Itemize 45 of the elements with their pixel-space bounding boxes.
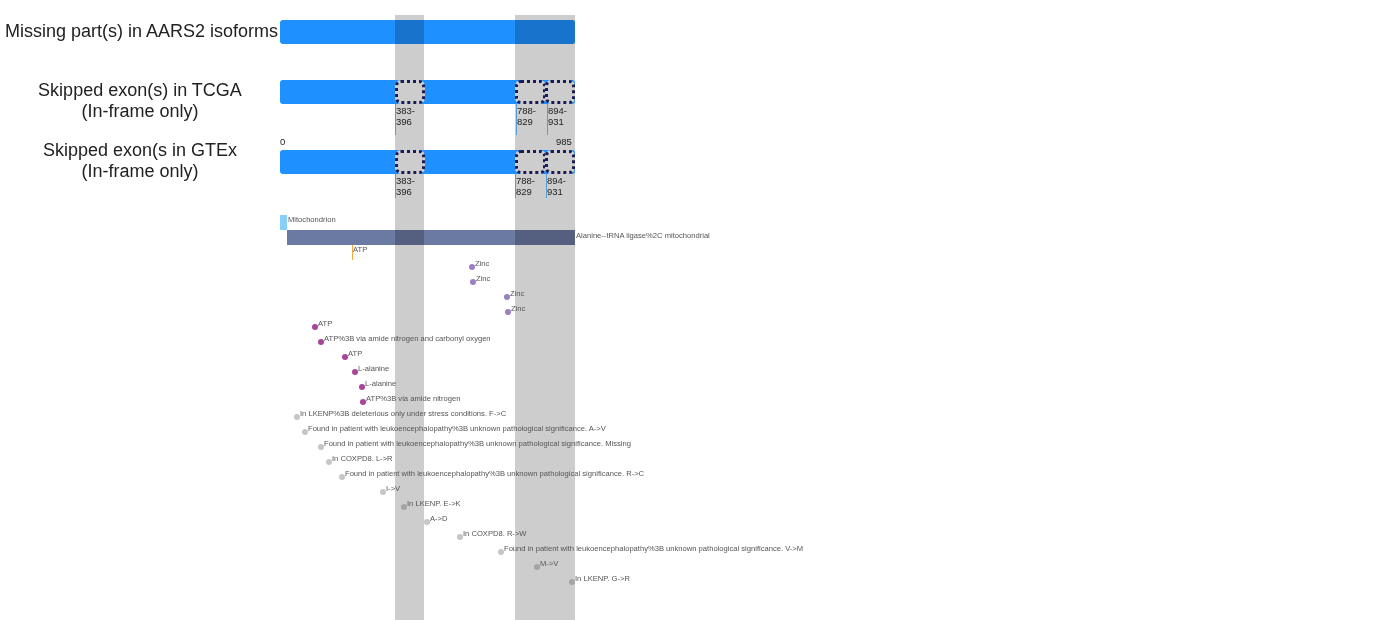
chain-bar bbox=[287, 230, 575, 245]
protein-bar bbox=[280, 20, 575, 44]
site-marker-icon bbox=[504, 294, 510, 300]
site-marker-icon bbox=[470, 279, 476, 285]
variant-marker-icon bbox=[424, 519, 430, 525]
skipped-exon-box bbox=[545, 80, 575, 104]
variant-marker-icon bbox=[569, 579, 575, 585]
skipped-exon-box bbox=[515, 80, 546, 104]
site-marker-icon bbox=[359, 384, 365, 390]
range-label: 383-396 bbox=[396, 175, 416, 197]
skipped-exon-box bbox=[545, 150, 575, 174]
range-label: 894-931 bbox=[548, 105, 568, 127]
variant-marker-icon bbox=[318, 444, 324, 450]
range-label: 383-396 bbox=[396, 105, 416, 127]
variant-marker-icon bbox=[339, 474, 345, 480]
site-marker-icon bbox=[352, 369, 358, 375]
variant-marker-icon bbox=[401, 504, 407, 510]
variant-marker-icon bbox=[498, 549, 504, 555]
site-marker-icon bbox=[505, 309, 511, 315]
skipped-exon-box bbox=[395, 80, 425, 104]
variant-marker-icon bbox=[457, 534, 463, 540]
variant-marker-icon bbox=[534, 564, 540, 570]
variant-marker-icon bbox=[302, 429, 308, 435]
track-label: Skipped exon(s in GTEx (In-frame only) bbox=[41, 140, 239, 182]
site-marker-icon bbox=[318, 339, 324, 345]
skipped-exon-box bbox=[395, 150, 425, 174]
track-label: Missing part(s) in AARS2 isoforms bbox=[3, 21, 278, 42]
site-marker-icon bbox=[360, 399, 366, 405]
exon-track-bar bbox=[280, 150, 575, 174]
site-marker-icon bbox=[469, 264, 475, 270]
range-label: 788-829 bbox=[516, 175, 536, 197]
exon-track-bar bbox=[280, 80, 575, 104]
variant-marker-icon bbox=[294, 414, 300, 420]
skipped-exon-box bbox=[515, 150, 546, 174]
range-label: 894-931 bbox=[547, 175, 567, 197]
variant-marker-icon bbox=[326, 459, 332, 465]
axis-label: 985 bbox=[556, 136, 572, 147]
site-tick-mark bbox=[352, 245, 353, 260]
site-marker-icon bbox=[312, 324, 318, 330]
variant-marker-icon bbox=[380, 489, 386, 495]
site-marker-icon bbox=[342, 354, 348, 360]
transit-peptide-bar bbox=[280, 215, 287, 230]
axis-label: 0 bbox=[280, 136, 286, 147]
range-label: 788-829 bbox=[517, 105, 537, 127]
track-label: Skipped exon(s) in TCGA (In-frame only) bbox=[37, 80, 243, 122]
